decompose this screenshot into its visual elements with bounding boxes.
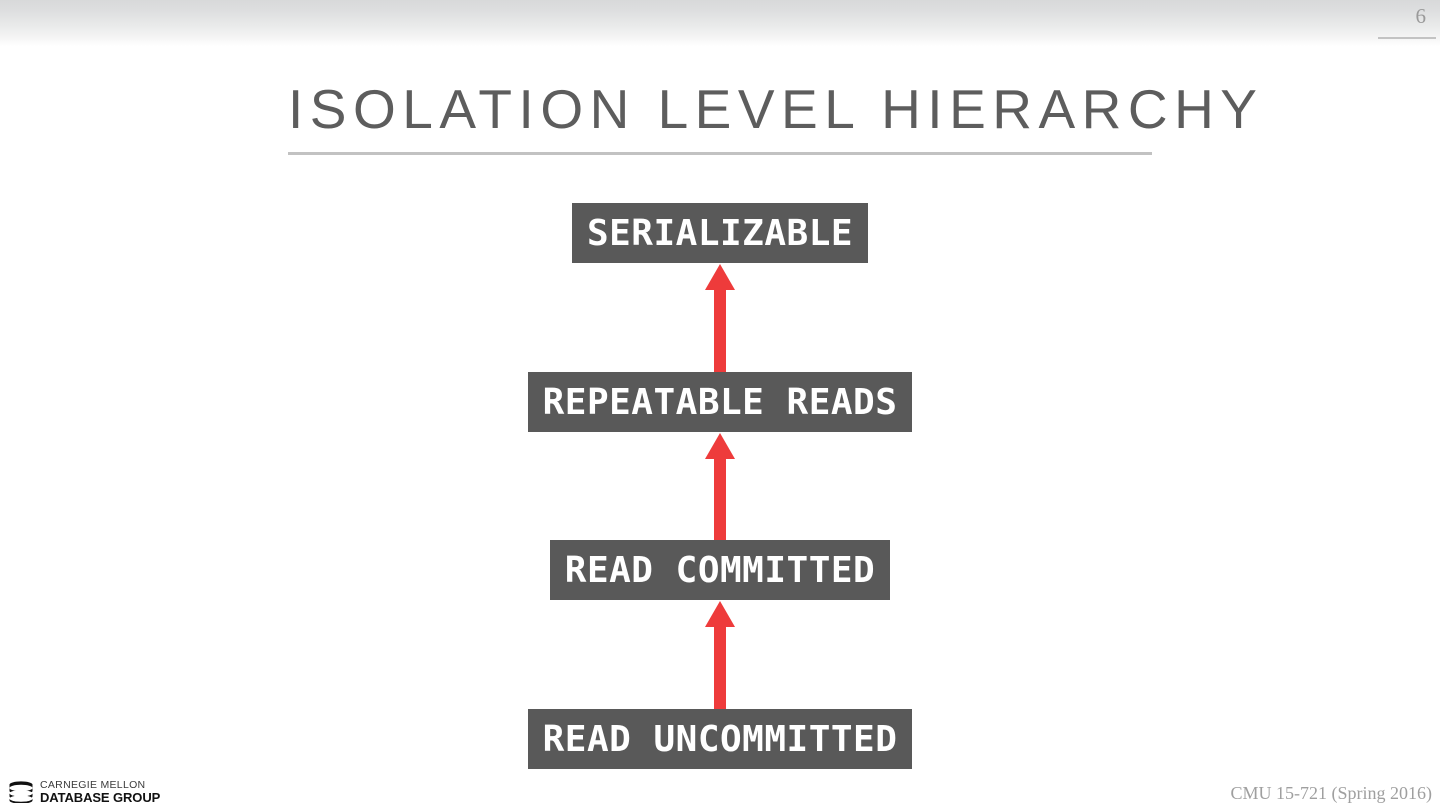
level-box-read-committed: READ COMMITTED bbox=[550, 540, 890, 600]
page-title: ISOLATION LEVEL HIERARCHY bbox=[288, 78, 1264, 140]
level-box-repeatable-reads: REPEATABLE READS bbox=[528, 372, 912, 432]
level-box-label: SERIALIZABLE bbox=[586, 212, 854, 254]
arrow-head-icon bbox=[705, 264, 735, 290]
arrow-shaft bbox=[714, 455, 726, 541]
cmu-database-group-logo: CARNEGIE MELLON DATABASE GROUP bbox=[8, 780, 160, 804]
level-box-read-uncommitted: READ UNCOMMITTED bbox=[528, 709, 912, 769]
arrow-shaft bbox=[714, 286, 726, 374]
level-box-label: READ UNCOMMITTED bbox=[542, 718, 898, 760]
arrow-read-committed-to-repeatable-reads bbox=[705, 433, 735, 541]
database-cylinder-icon bbox=[9, 781, 33, 804]
arrow-shaft bbox=[714, 623, 726, 710]
level-box-label: REPEATABLE READS bbox=[542, 381, 898, 423]
course-footer: CMU 15-721 (Spring 2016) bbox=[1230, 783, 1433, 803]
arrow-read-uncommitted-to-read-committed bbox=[705, 601, 735, 710]
arrow-head-icon bbox=[705, 433, 735, 459]
logo-line-database-group: DATABASE GROUP bbox=[40, 789, 161, 805]
page-number-rule bbox=[1378, 37, 1436, 39]
level-box-serializable: SERIALIZABLE bbox=[572, 203, 868, 263]
logo-text: CARNEGIE MELLON DATABASE GROUP bbox=[40, 780, 160, 804]
level-box-label: READ COMMITTED bbox=[564, 549, 876, 591]
page-number: 6 bbox=[1415, 4, 1427, 28]
arrow-head-icon bbox=[705, 601, 735, 627]
logo-line-carnegie-mellon: CARNEGIE MELLON bbox=[40, 779, 146, 792]
title-underline-rule bbox=[288, 152, 1152, 155]
slide-top-gradient-band bbox=[0, 0, 1440, 46]
arrow-repeatable-reads-to-serializable bbox=[705, 264, 735, 374]
